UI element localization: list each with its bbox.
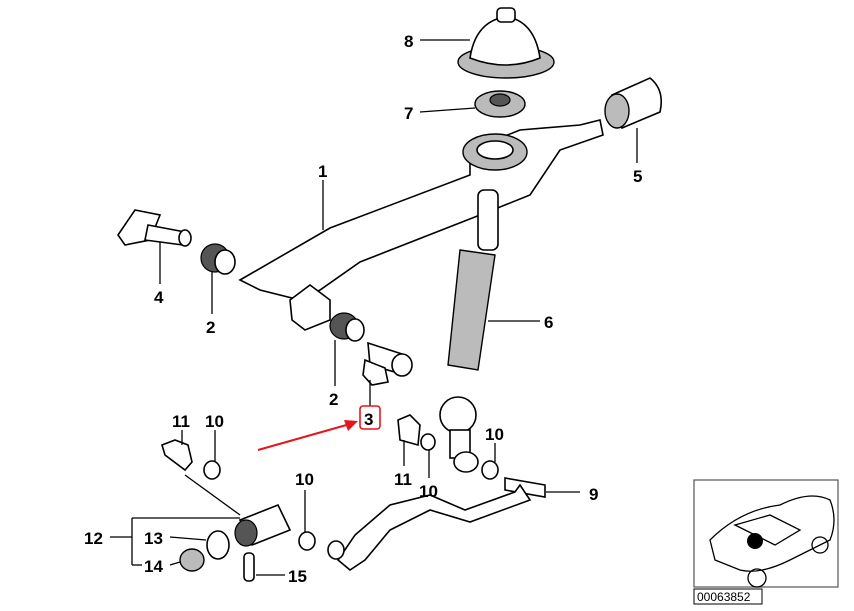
part-11-clip-right — [397, 414, 421, 447]
callout-11-left: 11 — [172, 412, 190, 431]
callout-10-right: 10 — [485, 425, 504, 444]
part-9-selector-rod — [327, 477, 546, 571]
callout-2-lower: 2 — [329, 390, 338, 409]
callout-10-left: 10 — [205, 412, 224, 431]
leader-lines — [110, 39, 638, 576]
callout-12: 12 — [84, 529, 103, 548]
callout-8: 8 — [404, 32, 413, 51]
location-marker — [747, 533, 763, 549]
part-2-bushing-lower — [329, 312, 365, 342]
part-10-washer-mid — [420, 433, 436, 451]
callout-10-mid: 10 — [419, 482, 438, 501]
highlight-box-3 — [359, 405, 381, 430]
part-10-washer-left — [203, 460, 221, 480]
callout-14: 14 — [144, 557, 163, 576]
part-11-clip-left — [161, 439, 193, 472]
callout-1: 1 — [318, 162, 327, 181]
diagram-code: 00063852 — [697, 590, 751, 604]
callout-9: 9 — [589, 485, 598, 504]
callout-15: 15 — [288, 567, 307, 586]
callout-6: 6 — [544, 313, 553, 332]
callout-labels: 8 7 5 1 4 2 6 2 3 11 10 10 11 10 9 10 12… — [84, 32, 642, 586]
callout-10-bottom: 10 — [295, 470, 314, 489]
part-13-ring — [206, 530, 230, 560]
callout-4: 4 — [154, 288, 164, 307]
part-7-bushing — [474, 90, 526, 118]
callout-7: 7 — [404, 104, 413, 123]
callout-3[interactable]: 3 — [364, 410, 373, 429]
part-3-clip — [362, 341, 413, 386]
callout-13: 13 — [144, 529, 163, 548]
callout-11-right: 11 — [394, 470, 412, 489]
callout-2-upper: 2 — [206, 318, 215, 337]
part-10-washer-bottom — [298, 531, 316, 551]
callout-5: 5 — [633, 167, 642, 186]
part-14-cap — [179, 548, 205, 572]
part-10-washer-right — [481, 460, 499, 480]
car-location-inset: 00063852 — [693, 479, 839, 605]
part-2-bushing-upper — [200, 243, 236, 275]
part-15-pin — [243, 552, 255, 582]
part-8-boot — [457, 7, 555, 79]
highlight-arrow — [257, 420, 358, 451]
part-5-sleeve — [604, 77, 663, 130]
part-4-pin-clip — [117, 209, 192, 247]
part-1-bracket — [238, 119, 604, 331]
part-6-rod — [439, 189, 499, 473]
part-13-joint — [234, 503, 292, 547]
